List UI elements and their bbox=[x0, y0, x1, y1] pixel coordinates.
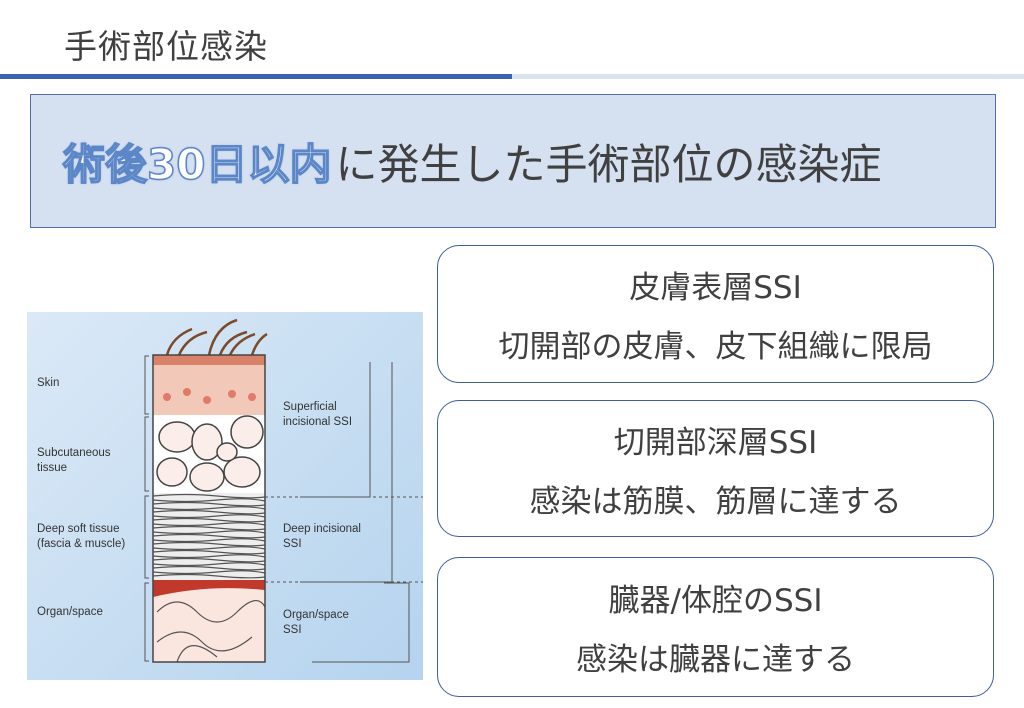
card-deep-incisional-ssi: 切開部深層SSI 感染は筋膜、筋層に達する bbox=[437, 400, 994, 537]
muscle-fiber bbox=[152, 562, 266, 567]
layer-label-skin: Skin bbox=[37, 377, 60, 389]
muscle-fiber bbox=[152, 546, 266, 551]
tissue-layers-illustration bbox=[144, 318, 423, 663]
ssi-label-deep: Deep incisional SSI bbox=[283, 523, 361, 550]
muscle-fiber bbox=[152, 525, 266, 531]
card-heading: 臓器/体腔のSSI bbox=[608, 583, 823, 619]
title-underline-accent bbox=[0, 74, 512, 79]
muscle-fiber bbox=[152, 549, 266, 555]
card-heading: 皮膚表層SSI bbox=[629, 270, 802, 306]
muscle-fiber bbox=[152, 501, 266, 507]
banner-text: に発生した手術部位の感染症 bbox=[335, 139, 882, 189]
muscle-fiber bbox=[152, 506, 266, 511]
ssi-label-organ-space: Organ/space SSI bbox=[283, 609, 349, 636]
muscle-fiber bbox=[152, 573, 266, 579]
card-heading: 切開部深層SSI bbox=[613, 424, 818, 461]
muscle-fiber bbox=[152, 498, 266, 503]
card-superficial-ssi: 皮膚表層SSI 切開部の皮膚、皮下組織に限局 bbox=[437, 245, 994, 383]
ssi-diagram: Skin Subcutaneous tissue Deep soft tissu… bbox=[27, 312, 423, 680]
hair-icon bbox=[165, 318, 268, 356]
muscle-fiber bbox=[152, 514, 266, 519]
title-underline bbox=[512, 74, 1024, 79]
card-description: 感染は臓器に達する bbox=[576, 642, 855, 678]
muscle-fiber bbox=[152, 522, 266, 527]
muscle-fiber bbox=[152, 554, 266, 559]
layer-label-organ-space: Organ/space bbox=[37, 606, 103, 618]
banner-highlight: 術後30日以内 bbox=[62, 139, 332, 190]
muscle-fiber bbox=[152, 493, 266, 499]
muscle-fiber bbox=[152, 565, 266, 571]
card-description: 感染は筋膜、筋層に達する bbox=[529, 483, 902, 520]
muscle-fiber bbox=[152, 541, 266, 547]
muscle-fiber bbox=[152, 570, 266, 575]
muscle-fiber bbox=[152, 509, 266, 515]
layer-label-deep-soft-tissue: Deep soft tissue (fascia & muscle) bbox=[37, 523, 126, 550]
muscle-fiber bbox=[152, 538, 266, 543]
layer-label-subcutaneous: Subcutaneous tissue bbox=[37, 447, 111, 474]
muscle-fiber bbox=[152, 533, 266, 539]
card-organ-space-ssi: 臓器/体腔のSSI 感染は臓器に達する bbox=[437, 557, 994, 697]
card-description: 切開部の皮膚、皮下組織に限局 bbox=[498, 329, 933, 365]
ssi-label-superficial: Superficial incisional SSI bbox=[283, 401, 353, 428]
slide-title: 手術部位感染 bbox=[64, 27, 268, 66]
definition-banner: 術後30日以内 に発生した手術部位の感染症 bbox=[30, 94, 996, 228]
muscle-fiber bbox=[152, 557, 266, 563]
muscle-fiber bbox=[152, 517, 266, 523]
muscle-fiber bbox=[152, 530, 266, 535]
